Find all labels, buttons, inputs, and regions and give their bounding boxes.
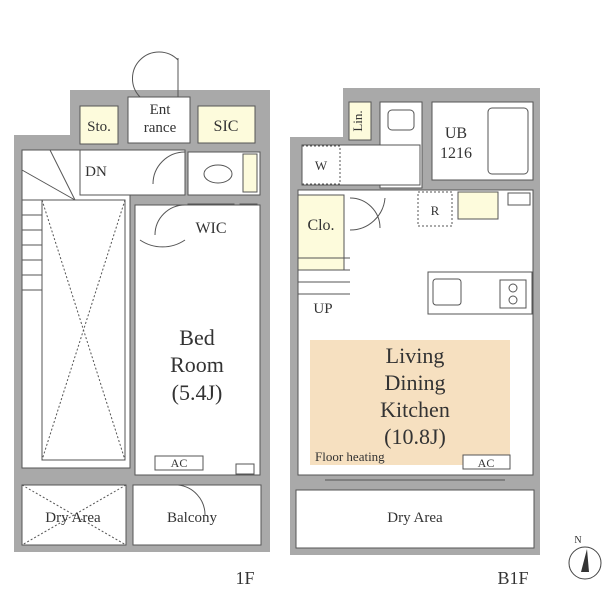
compass-icon: N	[568, 535, 602, 580]
bedroom-size: (5.4J)	[172, 380, 223, 405]
refrigerator-label: R	[431, 203, 440, 218]
balcony-door	[177, 484, 206, 516]
bedroom-label-2: Room	[170, 352, 224, 377]
vent-b1f	[507, 192, 531, 206]
void-cross	[41, 199, 126, 461]
unit-bath-label-1: UB	[445, 125, 467, 142]
closet-label: Clo.	[307, 217, 334, 234]
washer-label: W	[315, 158, 328, 173]
washbasin	[242, 153, 258, 193]
unit-bath-label-2: 1216	[440, 145, 472, 162]
bedroom	[134, 204, 261, 476]
ldk-label-3: Kitchen	[380, 397, 450, 422]
storage-room	[79, 105, 119, 145]
floor-label-1f: 1F	[235, 568, 254, 588]
ac-unit-1f	[154, 455, 204, 471]
ldk-highlight	[310, 340, 510, 465]
dry-area-label-1f: Dry Area	[45, 510, 101, 526]
linen-label: Lin.	[350, 110, 365, 131]
floor-heating-label: Floor heating	[315, 449, 385, 464]
entrance	[127, 96, 191, 144]
ac-unit-b1f	[462, 454, 511, 470]
bedroom-door	[139, 204, 186, 248]
ac-label-1f: AC	[171, 456, 188, 470]
ldk-size: (10.8J)	[384, 424, 446, 449]
sic-label: SIC	[214, 118, 239, 135]
stove-icon	[499, 279, 527, 309]
shoe-closet	[197, 105, 256, 144]
counter	[457, 191, 499, 220]
compass-north-label: N	[574, 535, 581, 546]
ac-label-b1f: AC	[478, 456, 495, 470]
entrance-door	[131, 51, 179, 98]
ldk-door	[349, 197, 386, 231]
bathtub	[487, 107, 529, 175]
stairs-up-icon	[298, 257, 350, 295]
bedroom-label-1: Bed	[179, 325, 214, 350]
wic-label: WIC	[195, 220, 226, 237]
toilet-door	[152, 151, 186, 185]
entrance-label-2: rance	[144, 120, 177, 136]
ldk-label-2: Dining	[384, 370, 445, 395]
washer-space	[301, 145, 341, 185]
balcony-label: Balcony	[167, 510, 217, 526]
dry-area-label-b1f: Dry Area	[387, 510, 443, 526]
floor-1f: Sto. Ent rance SIC DN WIC Bed Room (5.4J…	[14, 51, 270, 588]
dry-area-b1f	[295, 489, 535, 549]
vent	[235, 463, 255, 475]
linen-closet	[348, 101, 372, 141]
ldk-label-1: Living	[386, 343, 445, 368]
up-label: UP	[313, 301, 332, 317]
floor-label-b1f: B1F	[497, 568, 528, 588]
refrigerator-space	[417, 191, 453, 227]
dn-label: DN	[85, 164, 107, 180]
storage-label: Sto.	[87, 119, 111, 135]
washbasin-b1f	[387, 109, 415, 131]
sink-icon	[432, 278, 462, 306]
entrance-label-1: Ent	[150, 102, 172, 118]
toilet-icon	[203, 164, 233, 184]
floor-b1f: Lin. W UB 1216 Clo. R UP Living Dining K…	[290, 88, 540, 588]
